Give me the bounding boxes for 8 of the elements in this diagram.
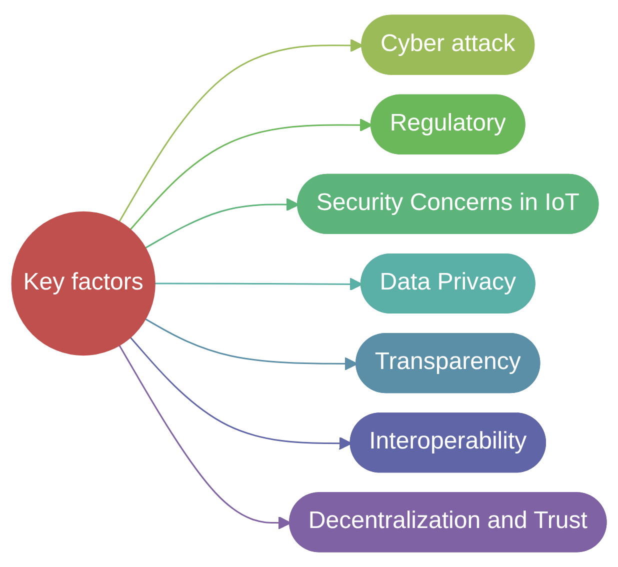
- arrow: [130, 336, 352, 450]
- arrow: [130, 118, 373, 230]
- node-circle: Key factors: [11, 211, 156, 356]
- arrow: [118, 344, 292, 530]
- arrow: [144, 318, 358, 370]
- arrow: [144, 198, 300, 249]
- arrow: [154, 278, 363, 291]
- arrow: [118, 38, 364, 222]
